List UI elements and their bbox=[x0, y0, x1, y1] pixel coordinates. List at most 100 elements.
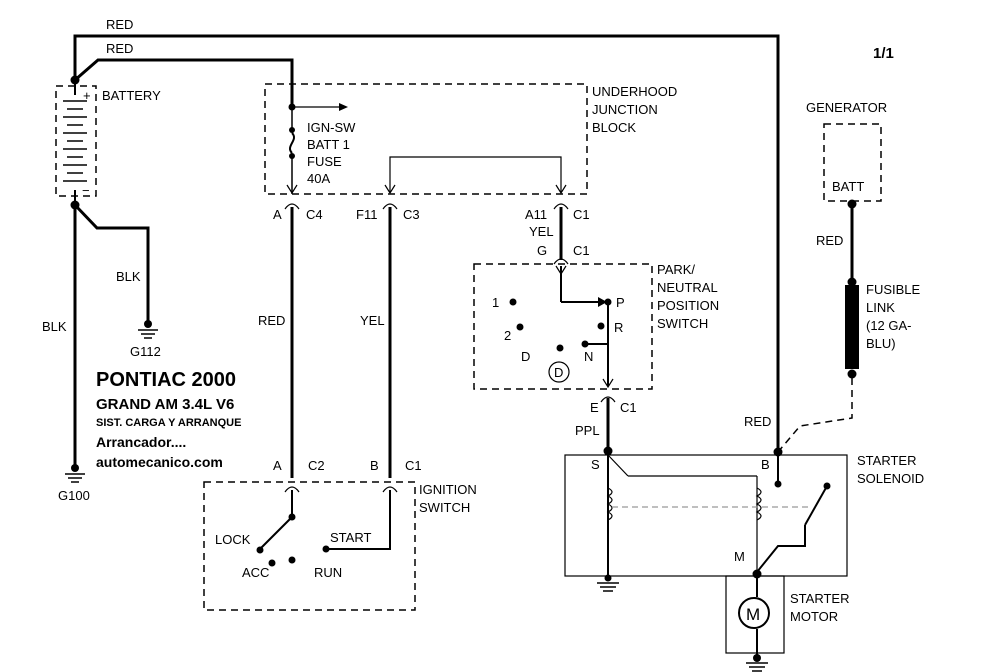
ignition-feed-wires: RED YEL bbox=[258, 207, 392, 478]
connector-e-c1-label: C1 bbox=[620, 400, 637, 415]
pnp-contact-1 bbox=[509, 298, 517, 306]
generator-label: GENERATOR bbox=[806, 100, 887, 115]
pnp-feed-wire: YEL G C1 bbox=[529, 207, 590, 265]
starter-motor-outline bbox=[725, 575, 785, 654]
junction-block-label-3: BLOCK bbox=[592, 120, 636, 135]
fusible-link-label-3: (12 GA- bbox=[866, 318, 912, 333]
motor-icon-label: M bbox=[746, 605, 760, 624]
pnp-switch-outline bbox=[473, 263, 653, 390]
switch-position-run: RUN bbox=[314, 565, 342, 580]
arrow-right-icon bbox=[598, 297, 607, 307]
wire-label-ppl: PPL bbox=[575, 423, 600, 438]
solenoid-switch-blade bbox=[804, 485, 828, 526]
ground-icon-motor bbox=[746, 654, 768, 672]
junction-connectors: A C4 F11 C3 A11 C1 bbox=[273, 203, 590, 222]
connector-a-c4-pin: A bbox=[273, 207, 282, 222]
battery-cells-icon bbox=[63, 100, 87, 182]
page-number: 1/1 bbox=[873, 45, 894, 62]
connector-a-c4-label: C4 bbox=[306, 207, 323, 222]
pnp-position-1: 1 bbox=[492, 295, 499, 310]
red-wire-top bbox=[73, 34, 780, 452]
connector-a-c2-pin: A bbox=[273, 458, 282, 473]
ignition-switch-label-1: IGNITION bbox=[419, 482, 477, 497]
ignition-switch: A C2 B C1 IGNITION SWITCH LOCK ACC RUN S… bbox=[203, 458, 477, 611]
fuse-label-3: FUSE bbox=[307, 154, 342, 169]
pnp-position-r: R bbox=[614, 320, 623, 335]
pnp-contact-2 bbox=[516, 323, 524, 331]
fusible-link-label-4: BLU) bbox=[866, 336, 896, 351]
starter-motor: M STARTER MOTOR bbox=[725, 574, 849, 672]
wire-label-blk-g100: BLK bbox=[42, 319, 67, 334]
connector-b-c1-icon bbox=[382, 486, 398, 493]
title-block: PONTIAC 2000 GRAND AM 3.4L V6 SIST. CARG… bbox=[96, 369, 241, 470]
ignition-switch-label-2: SWITCH bbox=[419, 500, 470, 515]
wire-label-red-ignition: RED bbox=[258, 313, 285, 328]
switch-contact-lock bbox=[256, 546, 264, 554]
switch-position-lock: LOCK bbox=[215, 532, 251, 547]
junction-block-outline bbox=[264, 83, 588, 195]
pnp-contact-r bbox=[597, 322, 605, 330]
connector-g-c1-icon bbox=[553, 258, 569, 265]
connector-e-c1-pin: E bbox=[590, 400, 599, 415]
underhood-junction-block: UNDERHOOD JUNCTION BLOCK IGN-SW BATT 1 F… bbox=[264, 83, 677, 195]
title-line-3: SIST. CARGA Y ARRANQUE bbox=[96, 417, 241, 429]
ground-icon-solenoid bbox=[597, 574, 619, 592]
wire-label-red-generator: RED bbox=[816, 233, 843, 248]
ppl-wire: E C1 PPL bbox=[575, 396, 637, 456]
battery-minus-sign: − bbox=[82, 183, 90, 198]
pnp-d-circle bbox=[548, 361, 570, 383]
battery-plus-sign: + bbox=[83, 88, 91, 103]
connector-a-c4-icon bbox=[284, 203, 300, 210]
connector-a-c2-label: C2 bbox=[308, 458, 325, 473]
pull-in-coil-icon bbox=[606, 487, 613, 521]
battery-label: BATTERY bbox=[102, 88, 161, 103]
junction-block-label-2: JUNCTION bbox=[592, 102, 658, 117]
pnp-d-circle-label: D bbox=[554, 365, 563, 380]
switch-contact-acc bbox=[268, 559, 276, 567]
generator: GENERATOR BATT RED FUSIBLE LINK (12 GA- … bbox=[777, 100, 921, 453]
solenoid-label-1: STARTER bbox=[857, 453, 916, 468]
pnp-label-3: POSITION bbox=[657, 298, 719, 313]
generator-link-dashed-wire bbox=[777, 378, 853, 453]
ground-label-g112: G112 bbox=[130, 344, 161, 359]
junction-internal-bus bbox=[389, 156, 562, 192]
pnp-contact-n bbox=[581, 340, 589, 348]
pnp-label-4: SWITCH bbox=[657, 316, 708, 331]
solenoid-terminal-m: M bbox=[734, 549, 745, 564]
ground-icon-g112 bbox=[138, 320, 158, 339]
connector-f11-c3-icon bbox=[382, 203, 398, 210]
red-feed-wires: RED RED bbox=[70, 17, 780, 452]
hold-in-coil-icon bbox=[755, 487, 762, 521]
pnp-contact-d bbox=[556, 344, 564, 352]
switch-position-start: START bbox=[330, 530, 371, 545]
starter-solenoid: STARTER SOLENOID S B M bbox=[564, 452, 924, 592]
solenoid-contact-b bbox=[774, 480, 782, 488]
battery: + − BATTERY bbox=[55, 80, 161, 210]
connector-a11-c1-label: C1 bbox=[573, 207, 590, 222]
blk-wire-g112 bbox=[73, 203, 150, 322]
solenoid-terminal-s: S bbox=[591, 457, 600, 472]
connector-b-c1-pin: B bbox=[370, 458, 379, 473]
wire-label-red-second: RED bbox=[106, 41, 133, 56]
wire-label-red-solenoid: RED bbox=[744, 414, 771, 429]
connector-g-c1-label: C1 bbox=[573, 243, 590, 258]
connector-a11-c1-icon bbox=[553, 203, 569, 210]
connector-f11-c3-label: C3 bbox=[403, 207, 420, 222]
fusible-link-icon bbox=[845, 285, 859, 369]
generator-terminal-label: BATT bbox=[832, 179, 864, 194]
fusible-link-label-2: LINK bbox=[866, 300, 895, 315]
pnp-label-2: NEUTRAL bbox=[657, 280, 718, 295]
connector-f11-c3-pin: F11 bbox=[356, 207, 377, 222]
ignition-switch-outline bbox=[203, 481, 416, 611]
wire-label-yel-pnp: YEL bbox=[529, 224, 554, 239]
pnp-label-1: PARK/ bbox=[657, 262, 695, 277]
title-line-1: PONTIAC 2000 bbox=[96, 369, 236, 391]
wire-label-red-top: RED bbox=[106, 17, 133, 32]
ground-label-g100: G100 bbox=[58, 488, 90, 503]
motor-icon bbox=[738, 597, 770, 629]
connector-g-c1-pin: G bbox=[537, 243, 547, 258]
solenoid-label-2: SOLENOID bbox=[857, 471, 924, 486]
title-line-2: GRAND AM 3.4L V6 bbox=[96, 396, 234, 413]
park-neutral-switch: PARK/ NEUTRAL POSITION SWITCH P R N D 1 … bbox=[473, 262, 719, 390]
